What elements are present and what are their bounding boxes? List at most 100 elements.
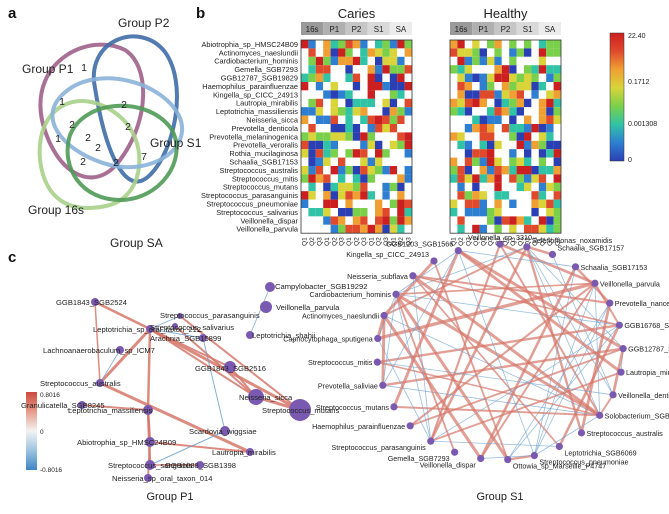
heatmap-cell — [472, 216, 480, 225]
heatmap-cell — [338, 149, 346, 158]
heatmap-cell — [494, 174, 502, 183]
heatmap-cell — [323, 208, 331, 217]
heatmap-cell — [389, 56, 398, 66]
network-edge — [534, 415, 600, 456]
heatmap-cell — [389, 191, 398, 200]
heatmap-cell — [323, 40, 331, 49]
network-node-label: Arachnia_SGB15899 — [150, 334, 221, 343]
network-edge — [149, 430, 226, 466]
heatmap-cell — [330, 157, 338, 166]
network-node-label: Prevotella_nanceiensis — [615, 299, 669, 308]
heatmap-cell — [546, 98, 554, 108]
heatmap-cell — [479, 124, 487, 133]
heatmap-cell — [487, 98, 495, 108]
heatmap-cell — [546, 132, 554, 141]
heatmap-cell — [509, 107, 517, 116]
heatmap-cell — [345, 216, 353, 225]
heatmap-cell — [382, 199, 390, 208]
heatmap-cell — [389, 98, 398, 108]
heatmap-cell — [330, 82, 338, 91]
heatmap-cell — [509, 98, 517, 108]
network-edge — [81, 404, 149, 411]
heatmap-cell — [472, 191, 480, 200]
heatmap-col-label: Q2 — [503, 237, 510, 246]
heatmap-cell — [397, 40, 405, 49]
heatmap-cell — [524, 90, 532, 99]
network-node — [617, 368, 625, 376]
heatmap-cell — [315, 124, 324, 133]
heatmap-cell — [308, 73, 316, 82]
network-node-label: Veillonella_dispar — [420, 460, 477, 469]
network-edge — [99, 381, 251, 454]
heatmap-cell — [338, 208, 346, 217]
heatmap-cell — [338, 56, 346, 66]
heatmap-row-label: Streptococcus_salivarius — [216, 208, 298, 217]
heatmap-cell — [472, 157, 480, 166]
heatmap-col-label: Q1 — [302, 237, 309, 246]
heatmap-cell — [553, 90, 561, 99]
heatmap-cell — [524, 82, 532, 91]
heatmap-cell — [464, 157, 473, 166]
heatmap-row-label: Prevotella_melaninogenica — [209, 132, 299, 141]
network-node-label: Veillonella_parvula — [276, 303, 340, 312]
heatmap-cell — [487, 132, 495, 141]
heatmap-cell — [389, 208, 398, 217]
heatmap-cell — [367, 107, 375, 116]
heatmap-cell — [338, 107, 346, 116]
network-edge — [382, 314, 483, 460]
heatmap-cell — [509, 115, 517, 124]
heatmap-cell — [524, 132, 532, 141]
network-edge — [430, 440, 560, 447]
heatmap-cell — [472, 115, 480, 124]
heatmap-cell — [382, 48, 390, 57]
heatmap-cell — [479, 56, 487, 66]
heatmap-cell — [315, 90, 324, 99]
heatmap-cell — [397, 98, 405, 108]
heatmap-cell — [389, 166, 398, 175]
network-node-label: GGB1203_SGB1566 — [386, 240, 453, 249]
network-node — [260, 301, 272, 313]
heatmap-cell — [323, 115, 331, 124]
heatmap-group-label: P2 — [352, 25, 362, 34]
heatmap-cell — [338, 132, 346, 141]
heatmap-cell — [553, 208, 561, 217]
heatmap-cell — [345, 107, 353, 116]
heatmap-cell — [375, 65, 383, 74]
heatmap-cell — [367, 182, 375, 192]
network-node-label: Leptotrichia_SGB6069 — [564, 448, 636, 457]
heatmap-group-label: P1 — [329, 25, 339, 34]
venn-group-label: Group P2 — [118, 16, 170, 30]
heatmap-cell — [367, 56, 375, 66]
heatmap-cell — [516, 56, 524, 66]
network-node — [144, 474, 152, 482]
heatmap-group-label: SA — [545, 25, 556, 34]
heatmap-cell — [360, 157, 368, 166]
network-node — [571, 263, 580, 271]
heatmap-cell — [494, 157, 502, 166]
heatmap-col-label: Q2 — [398, 237, 405, 246]
network-node — [379, 381, 387, 389]
heatmap-cell — [382, 56, 390, 66]
heatmap-cell — [524, 124, 532, 133]
network-node-label: Leptotrichia_shahii — [252, 331, 316, 340]
network-node-label: Kingella_sp_CICC_24913 — [346, 250, 429, 259]
heatmap-cell — [546, 208, 554, 217]
heatmap-cell — [464, 166, 473, 175]
venn-group-label: Group 16s — [28, 203, 84, 217]
heatmap-cell — [308, 90, 316, 99]
heatmap-cell — [553, 48, 561, 57]
heatmap-cell — [301, 40, 309, 49]
network-node — [78, 401, 86, 409]
heatmap-cell — [404, 132, 412, 141]
venn-group-label: Group SA — [110, 236, 163, 250]
heatmap-colorbar — [609, 32, 625, 162]
heatmap-cell — [382, 90, 390, 99]
heatmap-col-label: Q2 — [480, 237, 487, 246]
network-node-label: Neisseria_subflava — [347, 272, 408, 281]
heatmap-title: Caries — [338, 6, 376, 21]
heatmap-cell — [472, 182, 480, 192]
heatmap-cell — [538, 174, 547, 183]
heatmap-group-header — [494, 22, 517, 35]
heatmap-cell — [382, 82, 390, 91]
network-node-label: Granulicatella_SGB8245 — [21, 401, 105, 410]
